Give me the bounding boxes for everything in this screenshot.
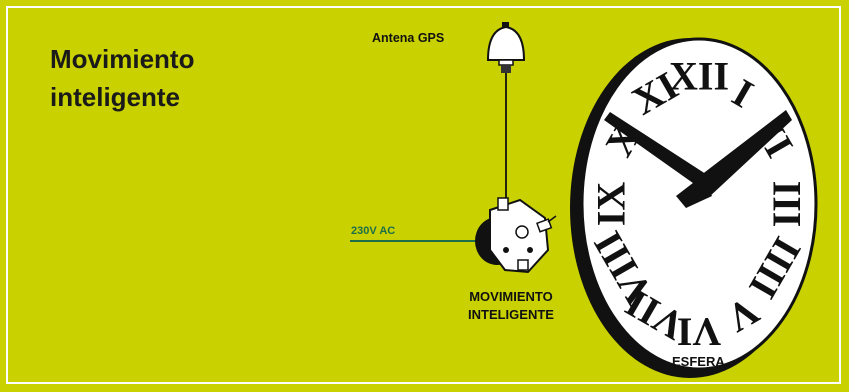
page-title: Movimiento inteligente [50, 40, 194, 116]
movement-label-line-1: MOVIMIENTO [469, 289, 553, 304]
clock-numeral: VI [677, 310, 721, 355]
diagram-frame [6, 6, 841, 384]
movement-label-line-2: INTELIGENTE [468, 307, 554, 322]
movement-label: MOVIMIENTO INTELIGENTE [468, 288, 554, 324]
clock-numeral: IX [589, 182, 634, 227]
dial-label: ESFERA [672, 354, 725, 369]
clock-numeral: XII [669, 54, 729, 99]
title-line-1: Movimiento [50, 44, 195, 74]
power-label: 230V AC [351, 225, 396, 237]
gps-antenna-icon [486, 22, 526, 73]
antenna-label: Antena GPS [372, 31, 445, 45]
title-line-2: inteligente [50, 82, 181, 112]
movement-device-icon [475, 197, 557, 274]
clock-hands [604, 110, 792, 208]
clock-numeral: III [765, 181, 810, 228]
